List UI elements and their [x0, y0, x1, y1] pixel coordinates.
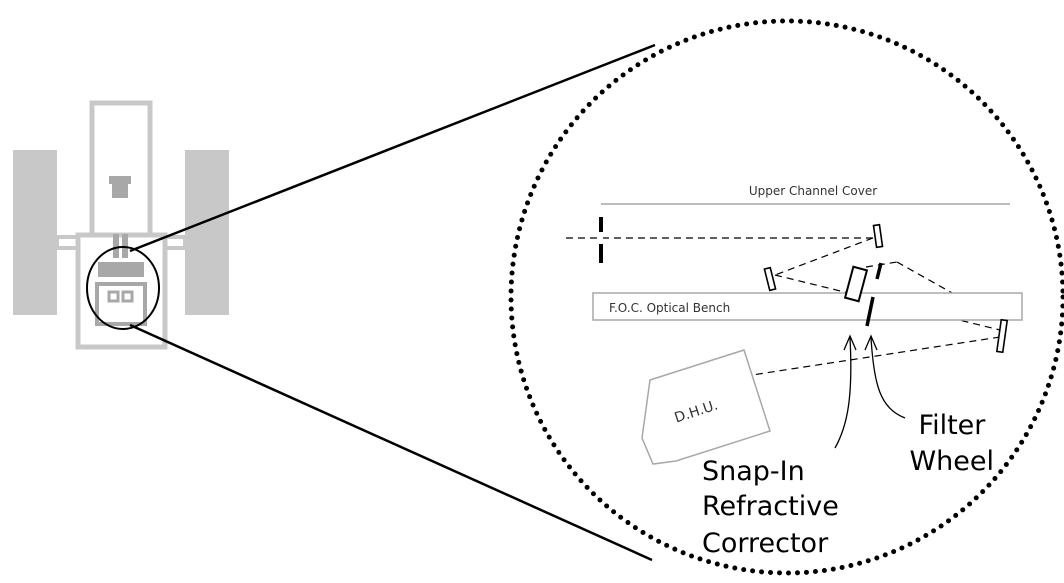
telescope-tube — [89, 100, 153, 241]
corrector-label-line: Snap-In — [702, 456, 805, 487]
magnifier-circle — [86, 246, 160, 330]
filter-wheel-label-line: Wheel — [909, 446, 994, 477]
baffle-mark — [122, 234, 128, 258]
upper-channel-cover-label: Upper Channel Cover — [749, 184, 877, 198]
corrector-label: Snap-In Refractive Corrector — [702, 456, 847, 559]
zoom-line-top — [129, 43, 656, 253]
filter-wheel-label: Filter Wheel — [909, 410, 994, 477]
aperture-stop — [599, 217, 603, 263]
filter-wheel-callout-arrow — [864, 334, 906, 419]
optical-bench-label: F.O.C. Optical Bench — [609, 301, 730, 315]
corrector-callout-arrow — [834, 334, 857, 449]
instrument-bay — [95, 282, 147, 326]
mirror — [872, 223, 884, 249]
filter-wheel — [865, 296, 875, 327]
filter-wheel — [875, 262, 883, 280]
mirror — [763, 266, 777, 292]
dhu-unit — [641, 349, 771, 465]
aperture-stop — [599, 244, 603, 263]
baffle-mark — [113, 234, 119, 258]
corrector-label-line: Corrector — [702, 528, 829, 559]
zoom-line-bottom — [129, 323, 653, 562]
instrument-bay — [98, 262, 144, 277]
instrument-bay — [107, 290, 120, 303]
solar-panel-left — [13, 150, 57, 315]
filter-wheel-label-line: Filter — [919, 410, 987, 441]
mirror — [995, 318, 1009, 354]
optical-bench — [592, 292, 1023, 321]
detail-view-circle — [508, 18, 1064, 576]
refractive-corrector — [843, 265, 869, 303]
solar-panel-right — [185, 150, 229, 315]
secondary-mirror-mark — [109, 176, 131, 198]
instrument-bay — [121, 290, 134, 303]
corrector-label-line: Refractive — [702, 491, 839, 522]
aperture-stop — [599, 217, 603, 232]
